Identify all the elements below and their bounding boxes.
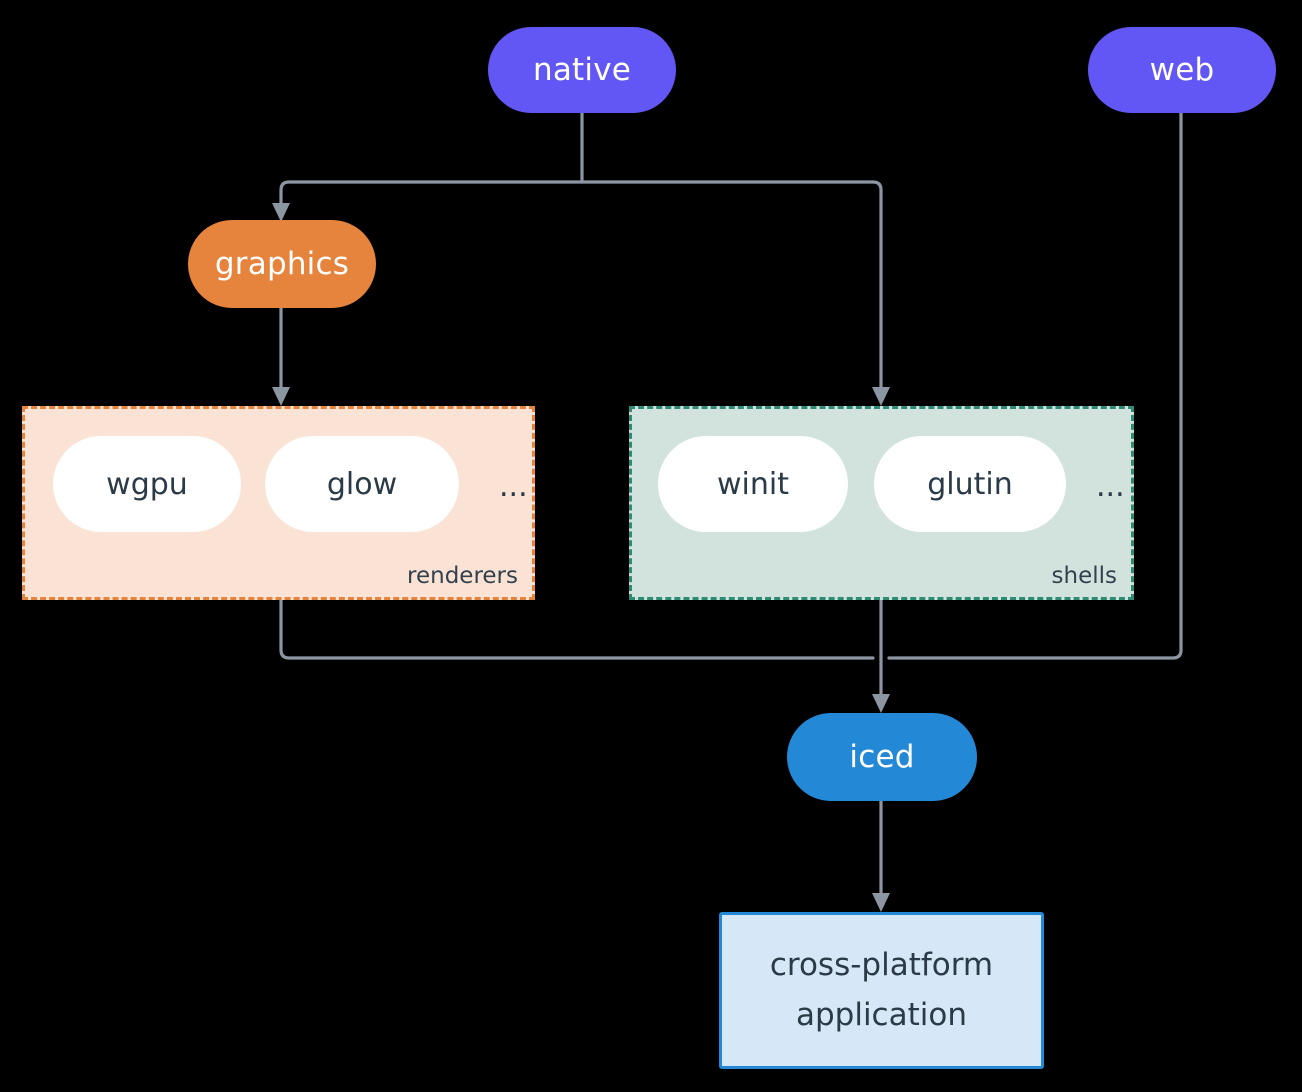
node-graphics-label: graphics (214, 246, 350, 282)
chip-glutin[interactable]: glutin (874, 436, 1066, 532)
node-web-label: web (1149, 52, 1215, 88)
chip-winit[interactable]: winit (658, 436, 848, 532)
node-native-label: native (532, 52, 632, 88)
group-shells-label: shells (1051, 563, 1117, 589)
node-cross-platform-application[interactable]: cross-platform application (719, 912, 1044, 1069)
edge-renderers-to-iced (279, 598, 875, 660)
chip-glutin-label: glutin (927, 466, 1013, 502)
edge-native-to-graphics (279, 180, 584, 208)
group-renderers[interactable]: wgpu glow ... renderers (22, 406, 535, 600)
arrowhead-shells (872, 387, 890, 406)
renderers-ellipsis: ... (499, 469, 528, 504)
node-web[interactable]: web (1088, 27, 1276, 113)
chip-glow-label: glow (326, 466, 398, 502)
application-label-line1: cross-platform (769, 946, 994, 983)
chip-glow[interactable]: glow (265, 436, 459, 532)
node-graphics[interactable]: graphics (188, 220, 376, 308)
chip-winit-label: winit (717, 466, 789, 502)
application-label-line2: application (795, 996, 967, 1033)
group-shells[interactable]: winit glutin ... shells (629, 406, 1134, 600)
group-renderers-label: renderers (407, 563, 518, 589)
arrowhead-application (872, 893, 890, 912)
shells-ellipsis: ... (1096, 469, 1125, 504)
arrowhead-iced (872, 694, 890, 713)
edge-native-to-shells (580, 180, 883, 392)
arrowhead-renderers (272, 387, 290, 406)
node-iced-label: iced (849, 739, 915, 775)
node-iced[interactable]: iced (787, 713, 977, 801)
chip-wgpu-label: wgpu (106, 466, 188, 502)
node-native[interactable]: native (488, 27, 676, 113)
chip-wgpu[interactable]: wgpu (53, 436, 241, 532)
